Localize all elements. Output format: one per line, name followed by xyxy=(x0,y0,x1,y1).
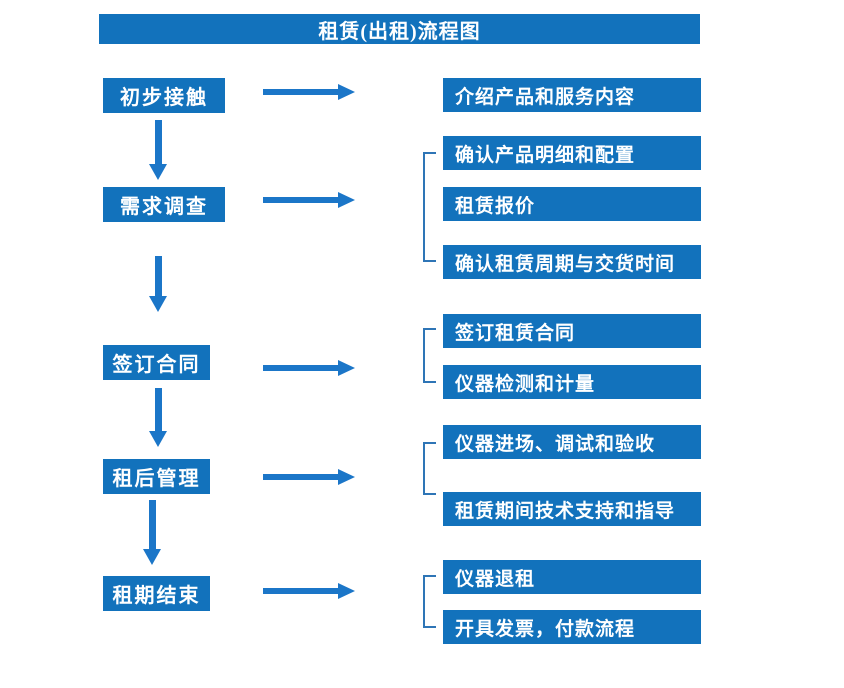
down-arrow-2 xyxy=(149,256,167,312)
detail-box-instrument-return: 仪器退租 xyxy=(443,560,701,594)
detail-box-instrument-testing: 仪器检测和计量 xyxy=(443,365,701,399)
down-arrow-3 xyxy=(149,388,167,447)
detail-box-rental-quote: 租赁报价 xyxy=(443,187,701,221)
detail-box-tech-support: 租赁期间技术支持和指导 xyxy=(443,492,701,526)
group-bracket-lease-end xyxy=(423,575,436,628)
step-box-post-rental-management: 租后管理 xyxy=(103,459,210,494)
step-box-initial-contact: 初步接触 xyxy=(103,78,225,113)
step-box-lease-end: 租期结束 xyxy=(103,576,210,611)
group-bracket-post-rental xyxy=(423,442,436,495)
detail-box-sign-rental-contract: 签订租赁合同 xyxy=(443,314,701,348)
right-arrow-2 xyxy=(263,192,355,208)
detail-box-introduce-products: 介绍产品和服务内容 xyxy=(443,78,701,112)
group-bracket-sign-contract xyxy=(423,328,436,383)
detail-box-instrument-setup: 仪器进场、调试和验收 xyxy=(443,425,701,459)
step-box-demand-survey: 需求调查 xyxy=(103,187,225,222)
down-arrow-1 xyxy=(149,120,167,180)
right-arrow-3 xyxy=(263,360,355,376)
detail-box-invoice-payment: 开具发票，付款流程 xyxy=(443,610,701,644)
right-arrow-5 xyxy=(263,583,355,599)
down-arrow-4 xyxy=(143,500,161,565)
flowchart-title: 租赁(出租)流程图 xyxy=(99,14,700,44)
group-bracket-demand-survey xyxy=(423,152,436,262)
right-arrow-4 xyxy=(263,469,355,485)
detail-box-confirm-product-config: 确认产品明细和配置 xyxy=(443,136,701,170)
right-arrow-1 xyxy=(263,84,355,100)
detail-box-confirm-period-delivery: 确认租赁周期与交货时间 xyxy=(443,245,701,279)
step-box-sign-contract: 签订合同 xyxy=(103,345,210,380)
